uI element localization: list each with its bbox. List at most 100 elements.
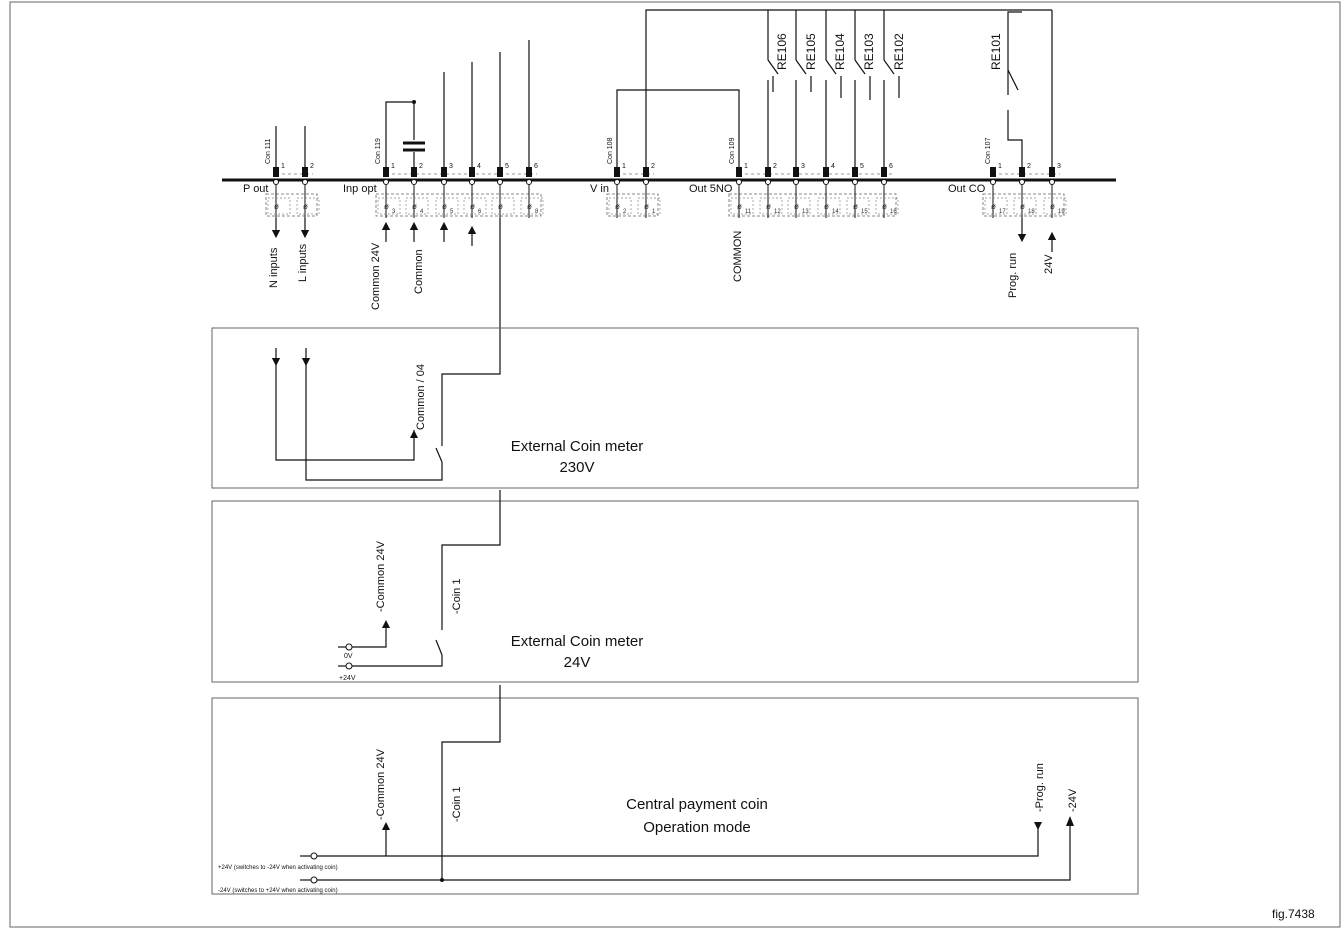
terminal	[296, 197, 320, 215]
terminal	[759, 197, 783, 215]
connector-pin	[736, 167, 742, 177]
signal-label: Prog. run	[1007, 253, 1019, 298]
relay-wiring	[275, 9, 1053, 168]
panel-title: External Coin meter	[511, 438, 644, 455]
terminal	[491, 197, 515, 215]
terminal-number: 3	[392, 209, 396, 215]
pin-number: 5	[860, 163, 864, 170]
terminal	[984, 197, 1008, 215]
connector-label: P out	[243, 183, 269, 195]
connector-pin	[614, 167, 620, 177]
screw-terminal-icon: ø	[991, 202, 996, 211]
pin-number: 2	[310, 163, 314, 170]
connector-pin	[411, 167, 417, 177]
pin-contact	[736, 179, 742, 185]
screw-terminal-icon: ø	[644, 202, 649, 211]
terminal-block	[606, 193, 659, 217]
connector-label: Inp opt	[343, 183, 377, 195]
pin-contact	[852, 179, 858, 185]
pin-number: 6	[534, 163, 538, 170]
screw-terminal-icon: ø	[794, 202, 799, 211]
screw-terminal-icon: ø	[737, 202, 742, 211]
terminal	[435, 197, 459, 215]
pin-contact	[526, 179, 532, 185]
connector-id: Con 109	[729, 137, 736, 164]
panel-central-wiring	[300, 685, 1074, 884]
connector-pin	[273, 167, 279, 177]
relay-label: RE106	[775, 33, 789, 70]
terminal-number: 12	[774, 209, 781, 215]
signal-label: Common 24V	[370, 242, 382, 310]
terminal-number: 16	[890, 209, 897, 215]
pin-number: 2	[419, 163, 423, 170]
terminal-number: 13	[802, 209, 809, 215]
connector-pin	[302, 167, 308, 177]
connector-label: V in	[590, 183, 609, 195]
connector-id: Con 108	[607, 137, 614, 164]
pin-contact	[881, 179, 887, 185]
screw-terminal-icon: ø	[303, 202, 308, 211]
panel-signal-label: -Coin 1	[451, 579, 463, 614]
terminal-number: 19	[1058, 209, 1065, 215]
terminal-label: 0V	[344, 653, 353, 660]
pin-contact	[383, 179, 389, 185]
pin-contact	[302, 179, 308, 185]
panel-signal-label: -Common 24V	[375, 540, 387, 612]
pin-contact	[793, 179, 799, 185]
panel-24v-wiring	[338, 490, 501, 670]
pin-number: 1	[998, 163, 1002, 170]
screw-terminal-icon: ø	[1020, 202, 1025, 211]
screw-terminal-icon: ø	[882, 202, 887, 211]
connector-pin	[1019, 167, 1025, 177]
pin-number: 2	[1027, 163, 1031, 170]
terminal-block	[728, 193, 897, 217]
signal-label: N inputs	[268, 247, 280, 288]
terminal-number: 15	[861, 209, 868, 215]
panel-signal-label: Common / 04	[415, 364, 427, 430]
relay-label: RE103	[862, 33, 876, 70]
terminal	[730, 197, 754, 215]
panel-title: Central payment coin	[626, 796, 768, 813]
terminal-block	[375, 193, 542, 217]
relay-label: RE102	[892, 33, 906, 70]
terminal	[405, 197, 429, 215]
terminal	[787, 197, 811, 215]
terminal-block	[982, 193, 1065, 217]
pin-number: 3	[449, 163, 453, 170]
terminal-number: 17	[999, 209, 1006, 215]
signal-arrows	[271, 218, 1057, 345]
signal-label: 24V	[1043, 254, 1055, 274]
pin-number: 1	[622, 163, 626, 170]
terminal-number: 11	[745, 209, 752, 215]
terminal-number: 2	[623, 209, 627, 215]
pin-contact	[765, 179, 771, 185]
terminal-block	[265, 193, 318, 217]
terminal	[846, 197, 870, 215]
panel-subtitle: 24V	[564, 654, 591, 671]
screw-terminal-icon: ø	[527, 202, 532, 211]
panel-title: External Coin meter	[511, 633, 644, 650]
screw-terminal-icon: ø	[412, 202, 417, 211]
pin-number: 3	[801, 163, 805, 170]
connector-pin	[852, 167, 858, 177]
terminal	[1043, 197, 1067, 215]
screw-terminal-icon: ø	[615, 202, 620, 211]
connector-pin	[383, 167, 389, 177]
figure-label: fig.7438	[1272, 907, 1315, 921]
connector-pin	[497, 167, 503, 177]
pin-number: 1	[281, 163, 285, 170]
pin-number: 3	[1057, 163, 1061, 170]
terminal	[377, 197, 401, 215]
screw-terminal-icon: ø	[766, 202, 771, 211]
panel-signal-label: -Common 24V	[375, 748, 387, 820]
screw-terminal-icon: ø	[1050, 202, 1055, 211]
connector-pin	[643, 167, 649, 177]
pin-number: 2	[773, 163, 777, 170]
pin-number: 4	[477, 163, 481, 170]
pin-number: 5	[505, 163, 509, 170]
connector-pin	[823, 167, 829, 177]
pin-number: 6	[889, 163, 893, 170]
panel-230v-wiring	[271, 345, 501, 481]
pin-contact	[1049, 179, 1055, 185]
